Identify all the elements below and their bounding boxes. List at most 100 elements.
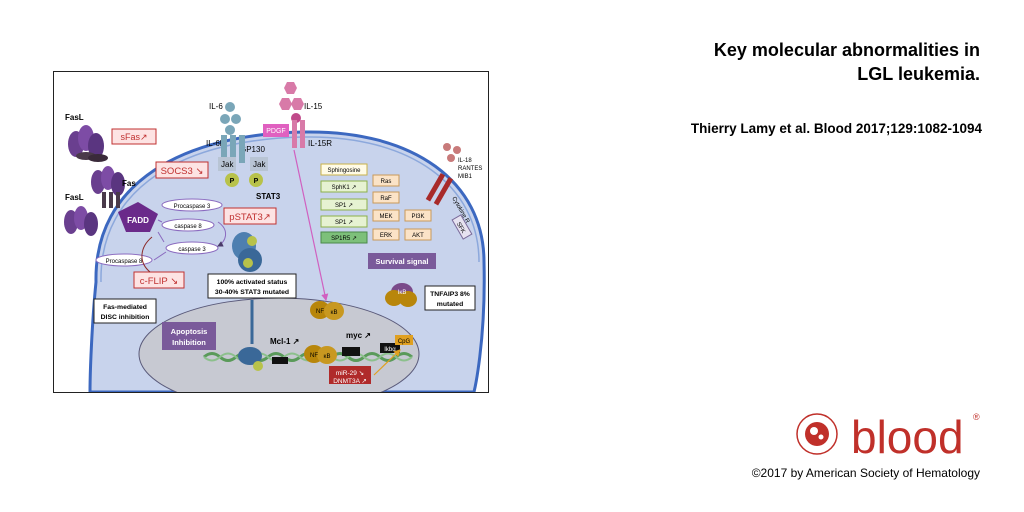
jak-right [250,157,268,171]
p-right-label: P [254,178,259,185]
il6-label: IL-6 [209,102,223,111]
pstat3-dimer [232,232,262,272]
caspase-arrows [153,219,167,261]
il15-arrow [293,149,329,302]
nfkb-kb-label-2: κB [323,354,330,360]
il15-ligands [279,82,304,123]
dnmt3a-arrow [373,349,401,376]
tnfaip3-line-2: mutated [437,301,463,308]
copyright: ©2017 by American Society of Hematology [751,466,980,480]
p-left [225,173,239,187]
pi3k-label: PI3K [411,214,424,220]
title-line-2: LGL leukemia. [857,64,980,84]
fadd [118,202,158,232]
cflip-box [133,271,185,289]
sphingosine-box [320,163,368,176]
p-right [249,173,263,187]
stat3-status-line-2: 30-40% STAT3 mutated [215,289,289,296]
sfk-box [451,214,473,240]
nfkb-ikb-complex [385,283,417,307]
ikb-label: IκB [398,290,407,296]
stat3-status-line-1: 100% activated status [217,279,288,286]
nfkb-nucleus [304,345,337,364]
sfas-box [111,128,157,145]
cpg-box [395,335,413,345]
nfkb-nf-label-2: NF [310,353,318,359]
nfkb-kb-label-1: κB [330,310,337,316]
mir29-box [329,366,371,384]
il18-line-1: IL-18 [458,158,472,164]
ras-box [372,174,400,187]
caspase-loop [217,221,226,247]
il18-ligands [443,143,461,162]
sp1r5-label: SP1R5 ↗ [331,236,357,242]
mek-box [372,209,400,222]
sp1b-label: SP1 ↗ [335,220,353,226]
procaspase3-pill [161,198,223,212]
sp1r5-box [320,231,368,244]
socs3-label: SOCS3 ↘ [161,166,204,177]
ikba-label: Ikbα [384,347,396,353]
pstat3-box [223,207,277,225]
caspase8-label: caspase 8 [174,224,202,230]
sp1b-box [320,215,368,228]
sp1a-box [320,198,368,211]
mcl1-gene [272,357,288,364]
myc-gene [342,347,360,356]
mcl1-label: Mcl-1 ↗ [270,337,299,346]
fas-receptor [91,166,125,208]
cflip-label: c-FLIP ↘ [140,276,178,287]
ras-label: Ras [381,179,392,185]
jak-left-label: Jak [221,160,234,169]
fasl-trimer-top [68,125,104,159]
fas-disc-line-2: DISC inhibition [101,314,150,321]
erk-box [372,228,400,241]
p-left-label: P [230,178,235,185]
sfk-label: SFK [455,221,466,234]
survival-signal-label: Survival signal [376,257,429,266]
sphingosine-label: Sphingosine [327,168,361,174]
procaspase3-label: Procaspase 3 [174,204,211,210]
gp130-receptor [221,135,245,163]
procaspase8-pill [95,253,153,267]
fas-label: Fas [122,179,136,188]
cflip-inhibit [141,236,153,273]
akt-box [404,228,432,241]
tnfaip3-line-1: TNFAIP3 8% [430,291,470,298]
survival-signal-box [368,253,436,269]
slide-title: Key molecular abnormalities in LGL leuke… [580,38,980,86]
sfas-trimer [76,152,108,162]
fasl-trimer-mid [64,206,98,236]
cytokine-receptor [425,173,454,206]
fas-disc-line-1: Fas-mediated [103,304,147,311]
stat3-on-dna [238,347,263,371]
akt-label: AKT [412,233,424,239]
raf-box [372,191,400,204]
caspase3-label: caspase 3 [178,247,206,253]
pi3k-box [404,209,432,222]
cpg-label: CpG [398,339,411,345]
sfas-label: sFas↗ [120,132,147,142]
mek-label: MEK [379,214,392,220]
dnmt3a-label: DNMT3A ↗ [333,378,367,385]
blood-logo-graphic: blood ® [796,411,980,463]
apoptosis-box [162,322,216,350]
sphk1-box [320,180,368,193]
blood-logo-registered: ® [973,412,980,422]
fas-disc-box [93,298,157,324]
gp130-label: GP130 [240,145,265,154]
sphk1-label: SphK1 ↗ [332,185,357,191]
title-line-1: Key molecular abnormalities in [713,40,980,60]
jak-right-label: Jak [253,160,266,169]
tnfaip3-box [424,285,476,311]
pathway-diagram: FasL sFas↗ SOCS3 ↘ FasL Fas FADD Procasp… [64,82,486,392]
erk-label: ERK [380,233,392,239]
stat3-status-box [207,273,297,299]
il15-label: IL-15 [304,102,323,111]
pdgf-box [263,124,289,137]
caspase3-pill [165,241,219,255]
blood-logo-word: blood [851,411,964,462]
il15-receptor [292,120,305,148]
ikba-gene [380,343,400,353]
procaspase8-label: Procaspase 8 [106,259,143,265]
